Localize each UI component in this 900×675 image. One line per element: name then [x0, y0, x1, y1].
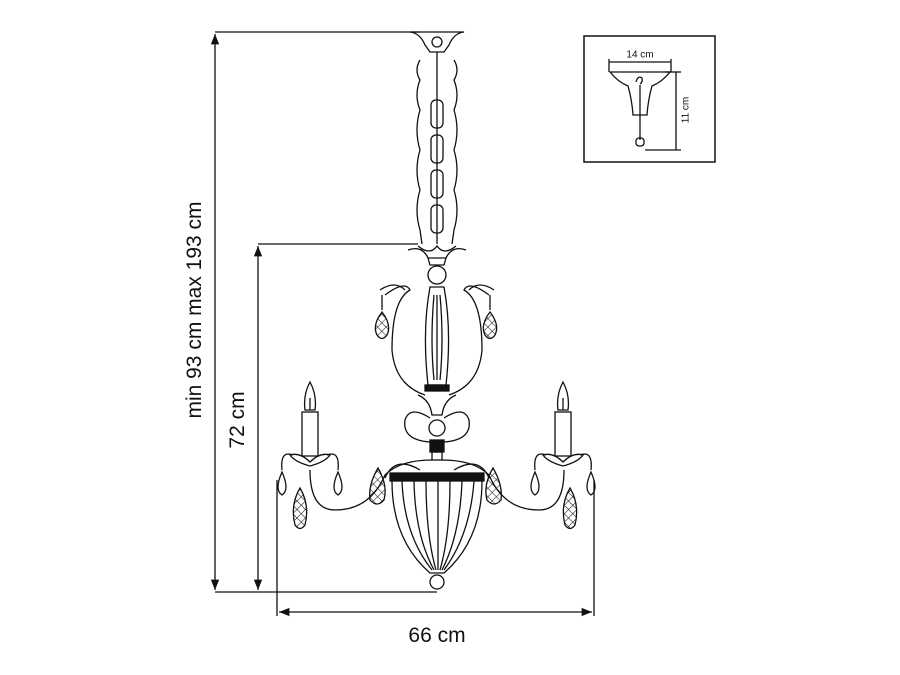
middle-stem — [404, 394, 470, 461]
candle-right — [485, 380, 596, 530]
canopy-inset — [583, 35, 716, 163]
lower-arms — [309, 459, 565, 511]
width-label: 66 cm — [408, 624, 466, 647]
body-height-label: 72 cm — [226, 391, 249, 449]
candle-left — [277, 380, 386, 530]
width-dimension-lines — [276, 480, 595, 617]
chain — [416, 52, 458, 245]
glass-bowl — [389, 472, 485, 590]
upper-stem — [407, 244, 467, 392]
inset-diameter-label: 14 cm — [626, 49, 654, 61]
height-range-label: min 93 cm max 193 cm — [183, 201, 206, 419]
lyre-arms — [374, 284, 498, 396]
height-dimension-lines — [210, 31, 437, 593]
inset-height-label: 11 cm — [680, 96, 692, 124]
canopy — [409, 31, 465, 53]
